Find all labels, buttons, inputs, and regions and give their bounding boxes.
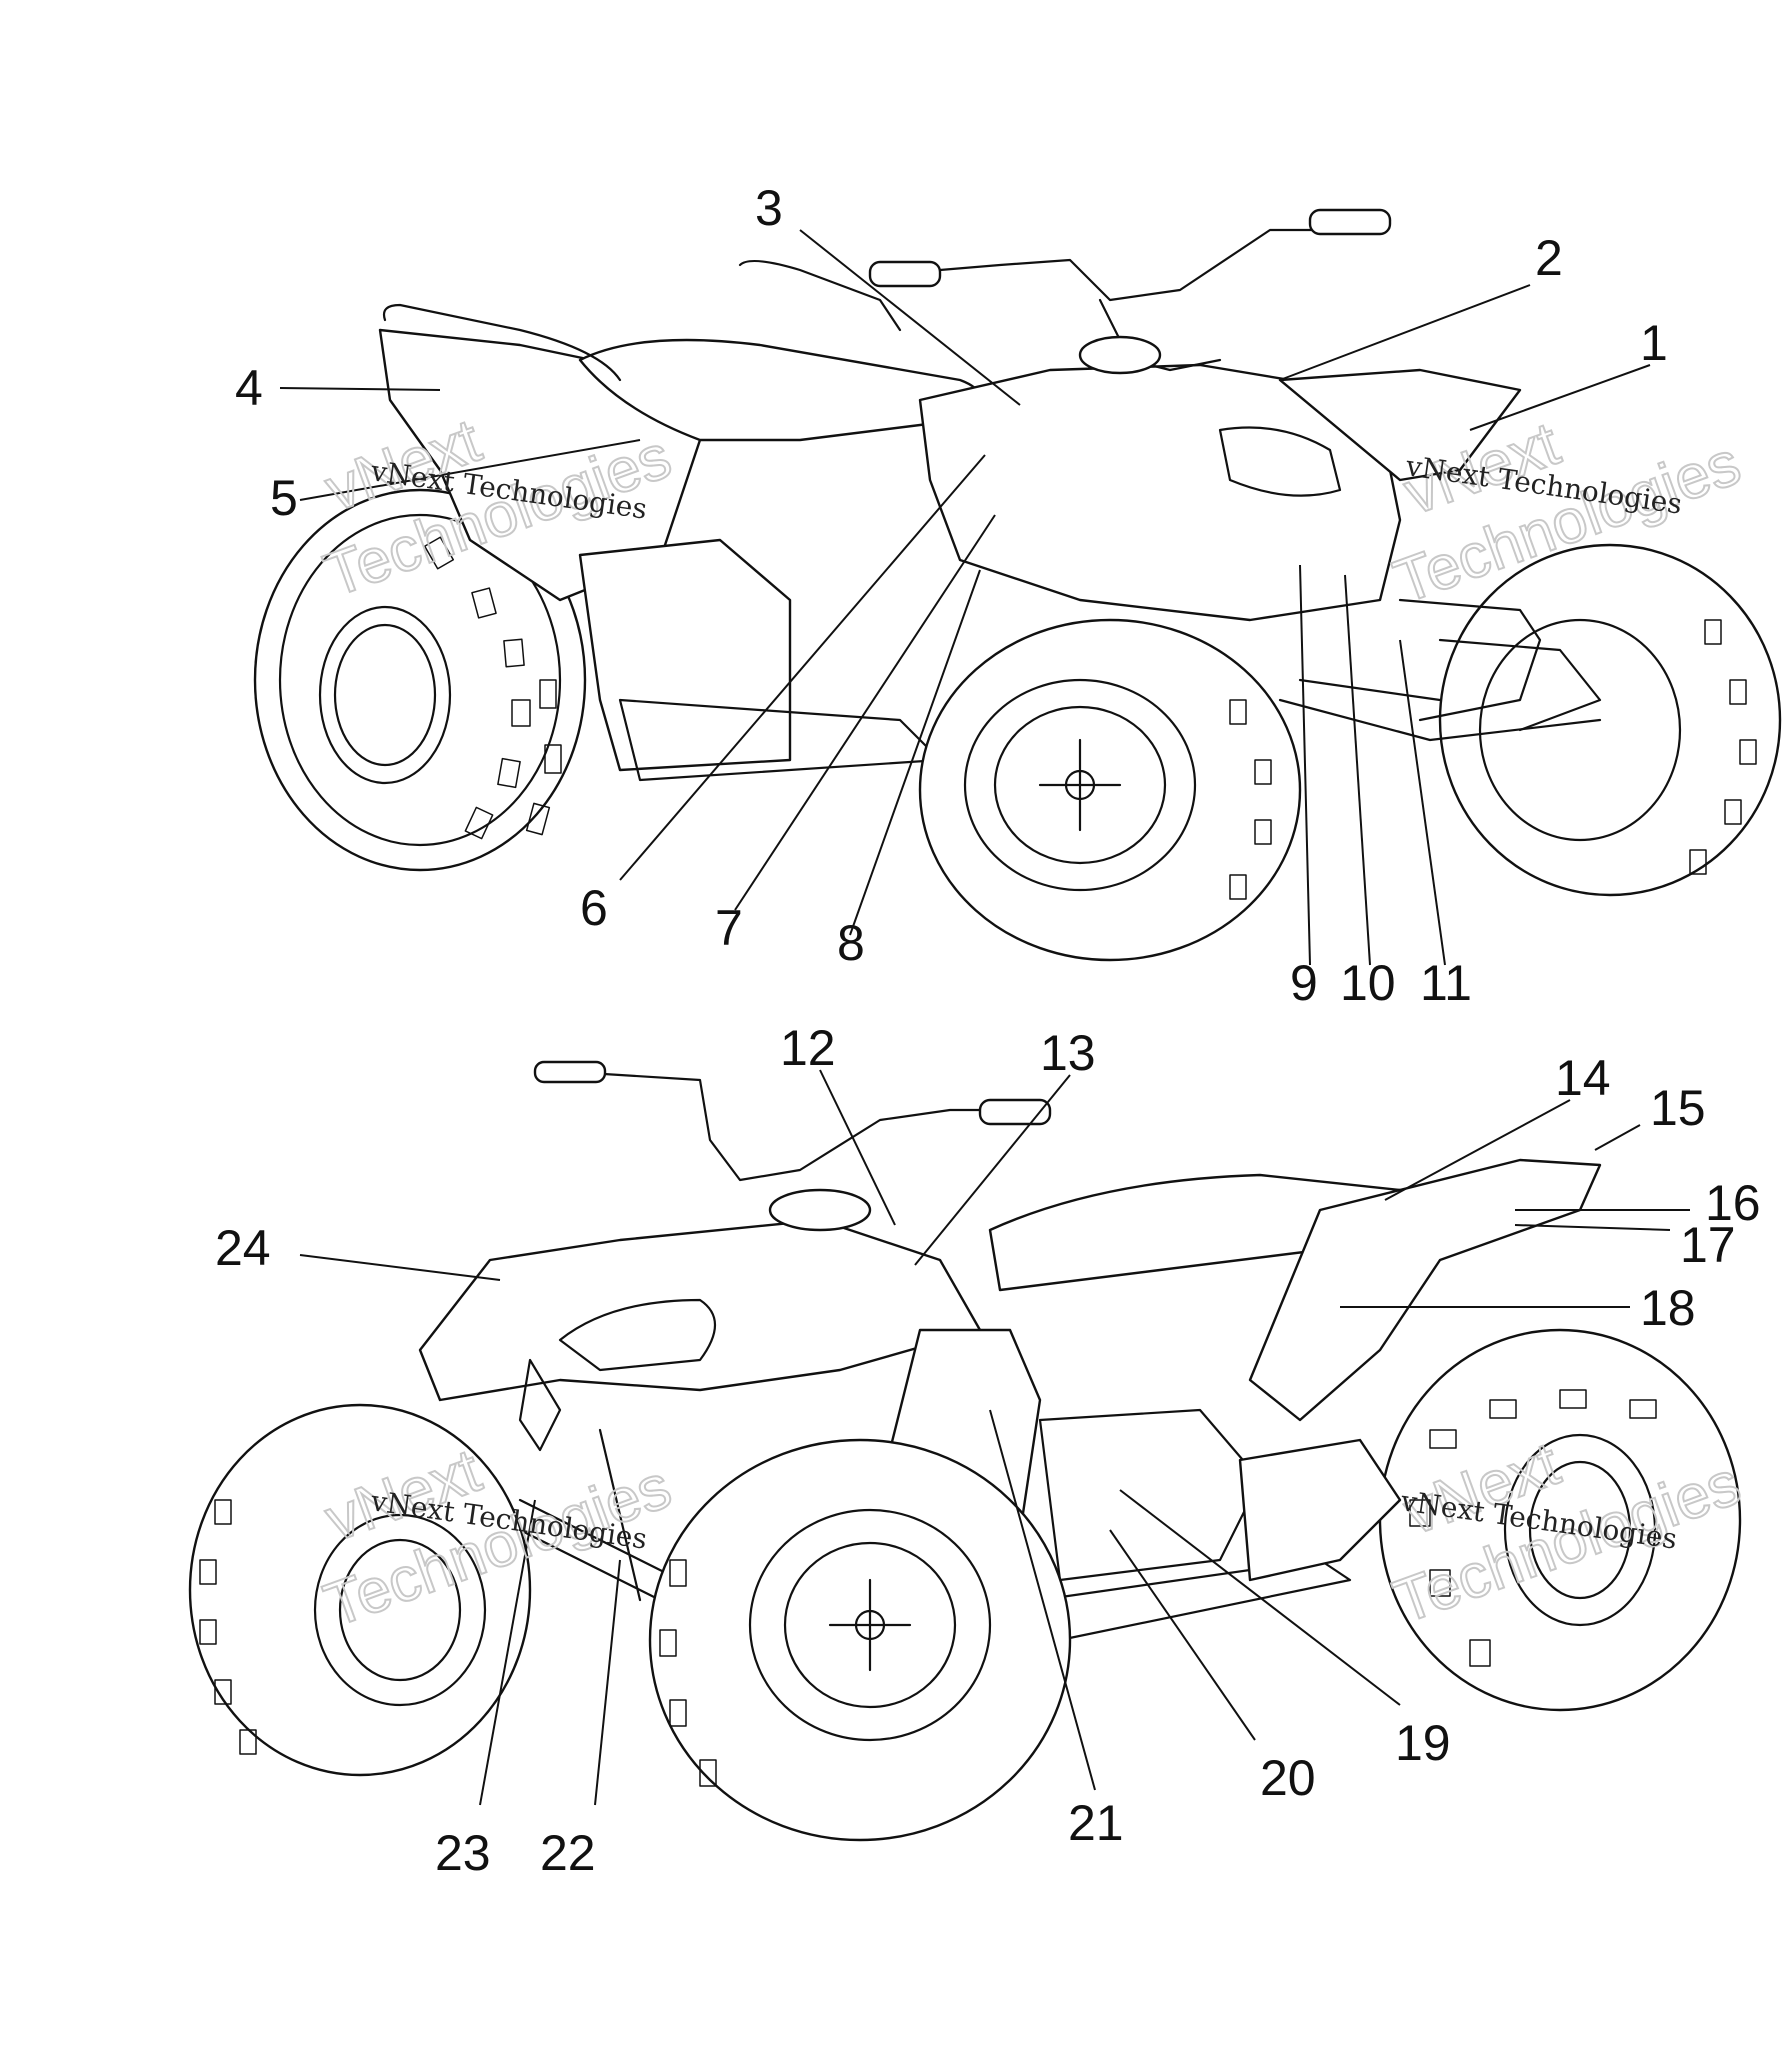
top-rear-wheel <box>253 488 587 872</box>
top-body <box>378 259 1602 782</box>
callout-9: 9 <box>1290 955 1318 1011</box>
callout-10: 10 <box>1340 955 1396 1011</box>
callout-1: 1 <box>1640 315 1668 371</box>
callout-22: 22 <box>540 1825 596 1881</box>
callout-13: 13 <box>1040 1025 1096 1081</box>
atv-top-view <box>253 208 1782 962</box>
callout-21: 21 <box>1068 1795 1124 1851</box>
callout-5: 5 <box>270 470 298 526</box>
callout-20: 20 <box>1260 1750 1316 1806</box>
top-far-rear-wheel <box>1438 543 1782 897</box>
bottom-body <box>418 1158 1602 1642</box>
callout-16: 16 <box>1705 1175 1761 1231</box>
callout-8: 8 <box>837 915 865 971</box>
callout-18: 18 <box>1640 1280 1696 1336</box>
atv-bottom-view <box>188 1060 1742 1842</box>
callout-6: 6 <box>580 880 608 936</box>
bottom-front-near-wheel <box>648 1438 1072 1842</box>
callout-14: 14 <box>1555 1050 1611 1106</box>
callout-3: 3 <box>755 180 783 236</box>
top-handlebar <box>868 208 1392 375</box>
callout-11: 11 <box>1420 955 1472 1011</box>
callout-4: 4 <box>235 360 263 416</box>
callout-23: 23 <box>435 1825 491 1881</box>
callout-15: 15 <box>1650 1080 1706 1136</box>
callout-24: 24 <box>215 1220 271 1276</box>
bottom-front-left-wheel <box>188 1403 532 1777</box>
callout-12: 12 <box>780 1020 836 1076</box>
top-front-wheel <box>918 618 1302 962</box>
bottom-handlebar <box>533 1060 1052 1232</box>
callout-17: 17 <box>1680 1217 1736 1273</box>
callout-19: 19 <box>1395 1715 1451 1771</box>
leader-lines <box>279 229 1690 1806</box>
callout-7: 7 <box>715 900 743 956</box>
callout-numbers: 1 2 3 4 5 6 7 8 9 10 11 12 13 14 15 16 1… <box>215 180 1761 1881</box>
callout-2: 2 <box>1535 230 1563 286</box>
